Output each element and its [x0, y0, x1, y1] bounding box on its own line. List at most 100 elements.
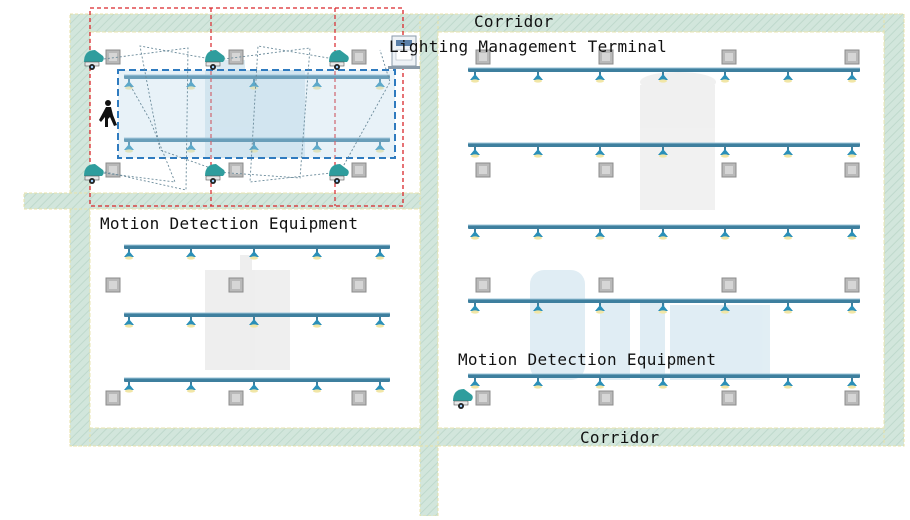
- ceiling-lamp-icon[interactable]: [124, 317, 134, 328]
- ceiling-lamp-icon[interactable]: [312, 79, 322, 90]
- security-camera-icon[interactable]: [205, 50, 225, 70]
- motion-sensor-icon[interactable]: [844, 49, 860, 65]
- motion-sensor-icon[interactable]: [844, 162, 860, 178]
- ceiling-lamp-icon[interactable]: [783, 72, 793, 83]
- security-cameras: [84, 50, 473, 409]
- ceiling-lamp-icon[interactable]: [847, 229, 857, 240]
- ceiling-lamp-icon[interactable]: [312, 317, 322, 328]
- motion-sensor-icon[interactable]: [598, 390, 614, 406]
- ceiling-lamp-icon[interactable]: [658, 303, 668, 314]
- motion-sensor-icon[interactable]: [105, 390, 121, 406]
- motion-sensor-icon[interactable]: [844, 390, 860, 406]
- security-camera-icon[interactable]: [205, 164, 225, 184]
- terminal-device-icon[interactable]: [388, 35, 420, 69]
- motion-sensor-icon[interactable]: [721, 49, 737, 65]
- motion-sensor-icon[interactable]: [598, 162, 614, 178]
- motion-sensor-icon[interactable]: [105, 49, 121, 65]
- ceiling-lamp-icon[interactable]: [847, 303, 857, 314]
- ceiling-lamp-icon[interactable]: [186, 317, 196, 328]
- ceiling-lamp-icon[interactable]: [720, 72, 730, 83]
- lamp-rail: [468, 373, 860, 389]
- ceiling-lamp-icon[interactable]: [720, 378, 730, 389]
- ceiling-lamp-icon[interactable]: [186, 142, 196, 153]
- ceiling-lamp-icon[interactable]: [595, 147, 605, 158]
- ceiling-lamp-icon[interactable]: [470, 72, 480, 83]
- ceiling-lamp-icon[interactable]: [186, 79, 196, 90]
- security-camera-icon[interactable]: [329, 50, 349, 70]
- motion-sensor-icon[interactable]: [228, 162, 244, 178]
- motion-sensor-icon[interactable]: [598, 277, 614, 293]
- motion-sensor-icon[interactable]: [721, 162, 737, 178]
- motion-sensor-icon[interactable]: [351, 390, 367, 406]
- ceiling-lamp-icon[interactable]: [595, 229, 605, 240]
- ceiling-lamp-icon[interactable]: [533, 147, 543, 158]
- ceiling-lamp-icon[interactable]: [533, 229, 543, 240]
- ceiling-lamp-icon[interactable]: [470, 147, 480, 158]
- ceiling-lamp-icon[interactable]: [533, 378, 543, 389]
- ceiling-lamp-icon[interactable]: [470, 303, 480, 314]
- ceiling-lamp-icon[interactable]: [783, 147, 793, 158]
- ceiling-lamp-icon[interactable]: [375, 142, 385, 153]
- motion-sensor-icon[interactable]: [721, 390, 737, 406]
- ceiling-lamp-icon[interactable]: [312, 249, 322, 260]
- ceiling-lamp-icon[interactable]: [658, 147, 668, 158]
- motion-sensor-icon[interactable]: [475, 162, 491, 178]
- ceiling-lamp-icon[interactable]: [658, 229, 668, 240]
- security-camera-icon[interactable]: [453, 389, 473, 409]
- ceiling-lamp-icon[interactable]: [312, 382, 322, 393]
- ceiling-lamp-icon[interactable]: [186, 382, 196, 393]
- motion-sensor-icon[interactable]: [105, 277, 121, 293]
- motion-sensor-icon[interactable]: [844, 277, 860, 293]
- ceiling-lamp-icon[interactable]: [124, 249, 134, 260]
- motion-sensor-icon[interactable]: [475, 390, 491, 406]
- ceiling-lamp-icon[interactable]: [720, 303, 730, 314]
- motion-sensor-icon[interactable]: [228, 390, 244, 406]
- camera-coverage-zone: [89, 7, 404, 207]
- ceiling-lamp-icon[interactable]: [249, 317, 259, 328]
- motion-detection-label-left: Motion Detection Equipment: [100, 214, 359, 233]
- ceiling-lamp-icon[interactable]: [595, 303, 605, 314]
- ceiling-lamp-icon[interactable]: [847, 72, 857, 83]
- ceiling-lamp-icon[interactable]: [847, 147, 857, 158]
- ceiling-lamp-icon[interactable]: [533, 303, 543, 314]
- motion-sensor-icon[interactable]: [351, 49, 367, 65]
- ceiling-lamp-icon[interactable]: [312, 142, 322, 153]
- ceiling-lamp-icon[interactable]: [720, 229, 730, 240]
- security-camera-icon[interactable]: [329, 164, 349, 184]
- ceiling-lamp-icon[interactable]: [124, 382, 134, 393]
- motion-sensor-icon[interactable]: [351, 277, 367, 293]
- ceiling-lamp-icon[interactable]: [658, 378, 668, 389]
- ceiling-lamp-icon[interactable]: [470, 229, 480, 240]
- ceiling-lamp-icon[interactable]: [186, 249, 196, 260]
- ceiling-lamp-icon[interactable]: [595, 378, 605, 389]
- motion-sensor-icon[interactable]: [598, 49, 614, 65]
- motion-sensor-icon[interactable]: [721, 277, 737, 293]
- security-camera-icon[interactable]: [84, 164, 104, 184]
- motion-sensor-icon[interactable]: [351, 162, 367, 178]
- motion-sensor-icon[interactable]: [228, 277, 244, 293]
- ceiling-lamp-icon[interactable]: [375, 317, 385, 328]
- motion-sensor-icon[interactable]: [475, 277, 491, 293]
- ceiling-lamp-icon[interactable]: [847, 378, 857, 389]
- ceiling-lamp-icon[interactable]: [375, 249, 385, 260]
- lamp-rail: [468, 142, 860, 158]
- ceiling-lamp-icon[interactable]: [124, 142, 134, 153]
- ceiling-lamp-icon[interactable]: [470, 378, 480, 389]
- motion-sensor-icon[interactable]: [475, 49, 491, 65]
- ceiling-lamp-icon[interactable]: [249, 382, 259, 393]
- ceiling-lamp-icon[interactable]: [249, 249, 259, 260]
- ceiling-lamp-icon[interactable]: [720, 147, 730, 158]
- corridor-top-label: Corridor: [474, 12, 554, 31]
- ceiling-lamp-icon[interactable]: [783, 303, 793, 314]
- lamp-rail: [468, 224, 860, 240]
- ceiling-lamp-icon[interactable]: [658, 72, 668, 83]
- ceiling-lamp-icon[interactable]: [533, 72, 543, 83]
- factory-machine-icon: [640, 72, 716, 210]
- security-camera-icon[interactable]: [84, 50, 104, 70]
- ceiling-lamp-icon[interactable]: [375, 382, 385, 393]
- ceiling-lamp-icon[interactable]: [783, 229, 793, 240]
- ceiling-lamp-icon[interactable]: [595, 72, 605, 83]
- ceiling-lamp-icon[interactable]: [783, 378, 793, 389]
- ceiling-lamp-icon[interactable]: [375, 79, 385, 90]
